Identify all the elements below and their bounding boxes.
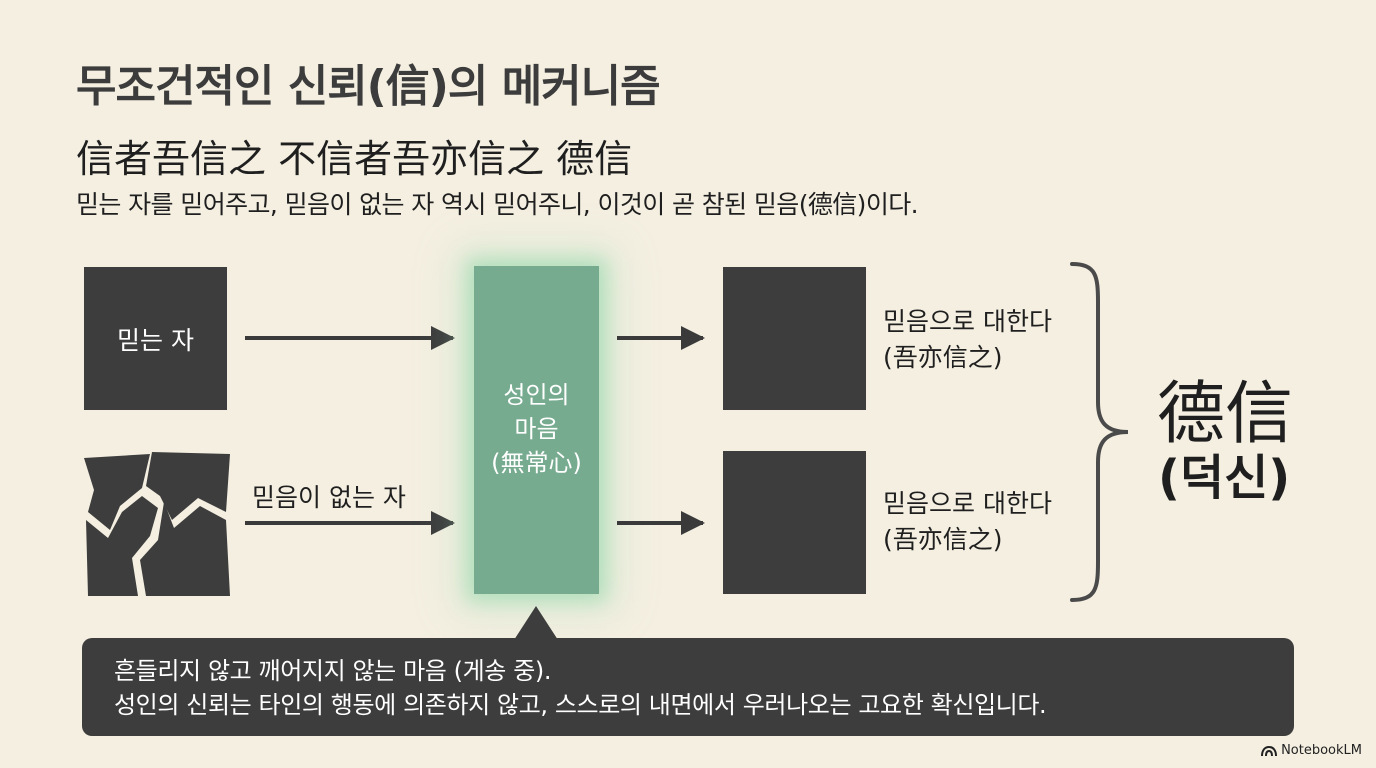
arrow-believer-to-center <box>245 326 455 350</box>
result-reading: (덕신) <box>1158 450 1291 506</box>
callout-line2: 성인의 신뢰는 타인의 행동에 의존하지 않고, 스스로의 내면에서 우러나오는… <box>114 691 1047 719</box>
output-text-1: 믿음으로 대한다 (吾亦信之) <box>883 304 1052 376</box>
callout-line1: 흔들리지 않고 깨어지지 않는 마음 (게송 중). <box>114 657 552 685</box>
sage-mind-line1: 성인의 <box>503 381 570 409</box>
quote-translation: 믿는 자를 믿어주고, 믿음이 없는 자 역시 믿어주니, 이것이 곧 참된 믿… <box>76 190 919 219</box>
arrow-center-to-output-2 <box>617 511 705 535</box>
brand-watermark: NotebookLM <box>1261 743 1362 758</box>
output-text-2: 믿음으로 대한다 (吾亦信之) <box>883 486 1052 558</box>
notebooklm-logo-icon <box>1261 745 1278 756</box>
arrow-center-to-output-1 <box>617 326 705 350</box>
broken-shard-3 <box>86 496 158 596</box>
believer-box: 믿는 자 <box>84 267 227 410</box>
output-2-line1: 믿음으로 대한다 <box>883 489 1052 518</box>
brand-name: NotebookLM <box>1281 743 1362 758</box>
page-title: 무조건적인 신뢰(信)의 메커니즘 <box>76 61 661 112</box>
nonbeliever-label: 믿음이 없는 자 <box>252 483 406 512</box>
callout-text: 흔들리지 않고 깨어지지 않는 마음 (게송 중). 성인의 신뢰는 타인의 행… <box>114 654 1047 722</box>
callout-box: 흔들리지 않고 깨어지지 않는 마음 (게송 중). 성인의 신뢰는 타인의 행… <box>82 638 1294 736</box>
sage-mind-column: 성인의 마음 (無常心) <box>474 266 599 594</box>
broken-shard-4 <box>140 502 230 596</box>
right-brace-icon <box>1070 262 1129 602</box>
broken-shard-1 <box>84 454 150 530</box>
output-box-2 <box>723 451 866 594</box>
broken-shard-2 <box>146 452 230 520</box>
believer-label: 믿는 자 <box>117 325 194 355</box>
output-2-line2: (吾亦信之) <box>883 525 1003 554</box>
callout-pointer <box>514 606 558 640</box>
arrow-nonbeliever-to-center <box>245 511 455 535</box>
output-1-line2: (吾亦信之) <box>883 343 1003 372</box>
output-box-1 <box>723 267 866 410</box>
result-hanja: 德信 <box>1157 375 1294 454</box>
sage-mind-line3: (無常心) <box>491 449 582 477</box>
broken-block-icon <box>84 452 230 596</box>
classic-quote: 信者吾信之 不信者吾亦信之 德信 <box>76 137 633 181</box>
sage-mind-line2: 마음 <box>514 415 559 443</box>
output-1-line1: 믿음으로 대한다 <box>883 307 1052 336</box>
sage-mind-label: 성인의 마음 (無常心) <box>474 378 599 480</box>
